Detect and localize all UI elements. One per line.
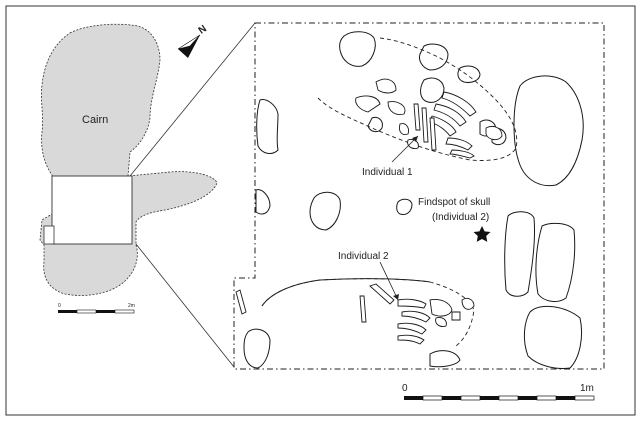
projection-line-top	[129, 22, 256, 177]
trench-boundary	[233, 22, 605, 370]
trench-rectangle	[51, 175, 133, 245]
bone	[359, 295, 367, 323]
bone	[435, 317, 447, 327]
trench-extension	[43, 225, 55, 245]
bone	[399, 123, 409, 135]
bone	[375, 78, 397, 94]
inset-scale-bar: 0 2m	[58, 303, 135, 314]
stones	[243, 31, 584, 369]
bone	[413, 103, 421, 131]
stone	[367, 117, 383, 133]
stone	[309, 191, 341, 231]
bone	[235, 289, 247, 315]
stone	[255, 189, 271, 215]
stone	[457, 65, 481, 83]
bone	[401, 310, 431, 323]
stone	[256, 99, 279, 154]
stone	[243, 328, 271, 369]
bone	[421, 107, 429, 143]
cairn-outline	[39, 23, 218, 296]
bone	[369, 283, 395, 305]
bone	[451, 311, 461, 321]
bone	[433, 103, 467, 127]
individual-1-pointer	[391, 135, 419, 163]
bones-individual-1	[355, 78, 503, 159]
projection-line-bottom	[135, 243, 235, 368]
cairn-label: Cairn	[82, 114, 108, 126]
stone	[419, 43, 449, 71]
findspot-label-line1: Findspot of skull	[418, 197, 490, 208]
main-scale-end: 1m	[580, 383, 594, 394]
bone	[461, 297, 475, 310]
bone	[387, 101, 406, 115]
figure-border	[5, 5, 636, 416]
bone	[355, 95, 381, 113]
arrow-head-icon	[412, 136, 418, 142]
stone	[523, 305, 583, 369]
bones-individual-2	[235, 283, 475, 345]
pit-edge-line	[261, 278, 431, 307]
bone	[429, 299, 453, 317]
bone	[429, 117, 437, 151]
burial-pit-individual-1	[317, 37, 518, 161]
main-excavation-plan: Individual 1 Findspot of skull (Individu…	[233, 22, 605, 370]
north-label: N	[197, 23, 209, 36]
inset-scale-end: 2m	[128, 303, 135, 309]
arrow-head-icon	[393, 294, 399, 300]
bone	[449, 149, 475, 159]
individual-2-pointer	[379, 261, 399, 301]
findspot-star-icon	[473, 226, 491, 242]
cairn-inset-map: Cairn 0 2m	[39, 23, 218, 314]
individual-1-label: Individual 1	[362, 167, 413, 178]
stone	[396, 198, 413, 215]
stone	[535, 222, 576, 302]
bone	[397, 334, 425, 345]
stone	[429, 350, 461, 368]
stone	[420, 77, 445, 103]
bone	[445, 137, 473, 151]
bone	[485, 125, 503, 141]
inset-scale-start: 0	[58, 303, 61, 309]
north-arrow: N	[177, 23, 209, 58]
findspot-label-line2: (Individual 2)	[432, 212, 489, 223]
bone	[407, 139, 419, 149]
stone	[339, 31, 376, 67]
individual-2-label: Individual 2	[338, 251, 389, 262]
main-scale-bar: 0 1m	[402, 383, 595, 401]
stone	[513, 75, 584, 187]
bone	[397, 322, 427, 335]
burial-pit-individual-2	[261, 278, 475, 347]
stone	[504, 211, 536, 297]
main-scale-start: 0	[402, 383, 408, 394]
bone	[397, 298, 427, 309]
bone	[441, 91, 477, 117]
